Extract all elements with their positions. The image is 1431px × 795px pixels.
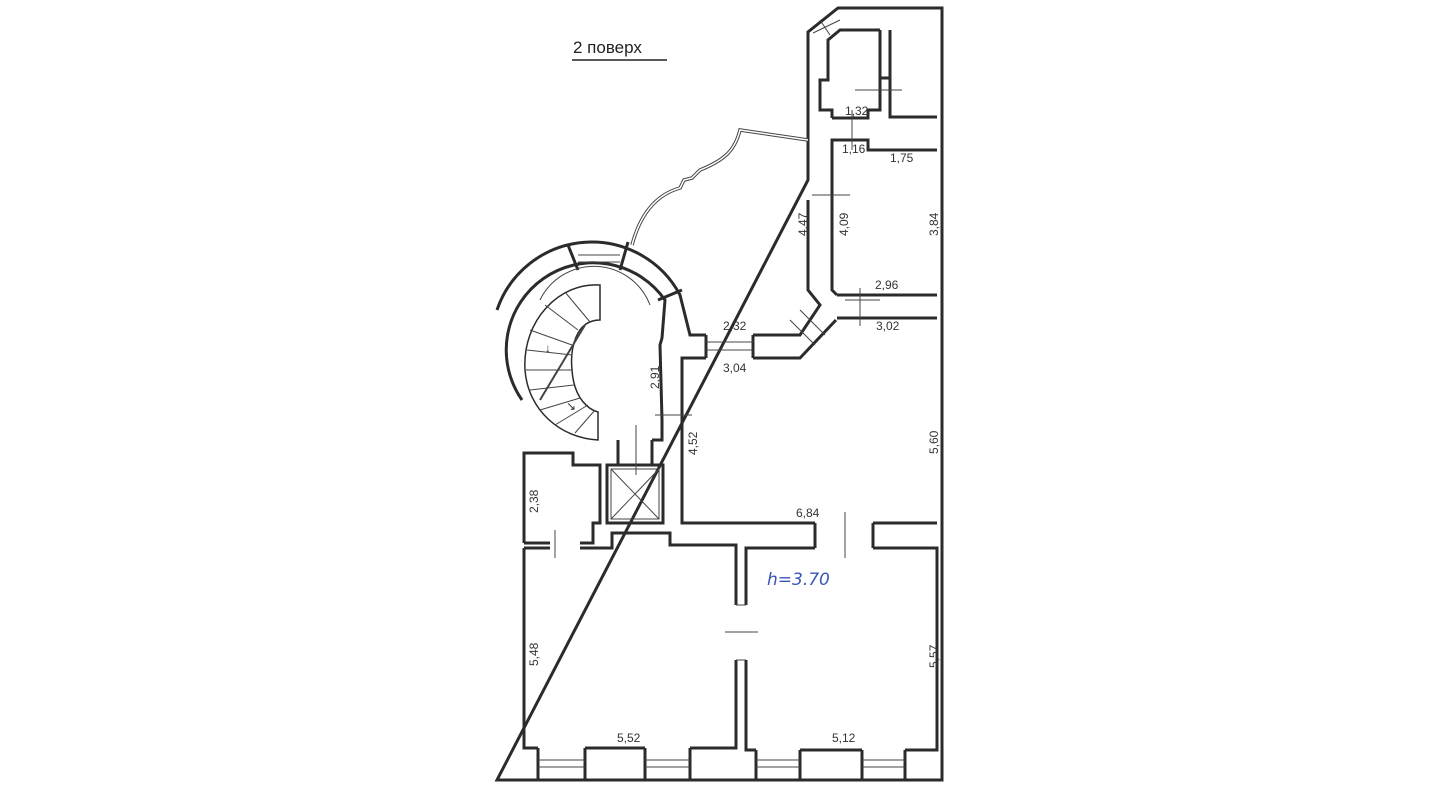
dim-label: 5,12 xyxy=(832,731,856,745)
tower-wall-segments xyxy=(566,241,683,302)
dim-label: 4,47 xyxy=(796,212,810,236)
dim-label: 4,09 xyxy=(837,212,851,236)
dim-label: 1,75 xyxy=(890,151,914,165)
room-upper-right xyxy=(818,28,937,297)
stair-step-arc xyxy=(539,265,651,306)
dim-label: 1,32 xyxy=(845,104,869,118)
window-jambs xyxy=(536,748,907,780)
room-storage xyxy=(522,451,602,545)
dim-label: 2,38 xyxy=(527,489,541,513)
dim-label: 4,52 xyxy=(686,431,700,455)
room-bottom-left xyxy=(522,531,738,750)
door-opening xyxy=(706,341,753,351)
outer-wall xyxy=(494,6,944,782)
stair-arrow-icon: ↓ xyxy=(545,341,551,355)
dim-label: 3,84 xyxy=(927,212,941,236)
dim-label: 5,52 xyxy=(617,731,641,745)
dim-label: 5,60 xyxy=(927,430,941,454)
elevator-cross-icon xyxy=(610,468,660,520)
windows xyxy=(538,759,905,768)
door-marks xyxy=(554,414,692,558)
stair-steps xyxy=(526,291,596,434)
stair-void xyxy=(524,284,601,441)
tower-window xyxy=(578,254,620,263)
stair-arrow-icon: ↘ xyxy=(566,399,576,413)
dim-label: 3,04 xyxy=(723,361,747,375)
dim-label: 6,84 xyxy=(796,506,820,520)
ceiling-height-note: h=3.70 xyxy=(767,570,830,590)
floor-title: 2 поверх xyxy=(573,38,642,57)
door-marks xyxy=(725,512,846,661)
elevator-lobby xyxy=(616,420,664,465)
elevator xyxy=(605,463,665,525)
dim-label: 2,91 xyxy=(648,365,662,389)
door-marks xyxy=(789,19,902,346)
dim-label: 5,57 xyxy=(927,644,941,668)
dim-label: 3,02 xyxy=(876,319,900,333)
dim-label: 2,32 xyxy=(723,319,747,333)
stair-handrail xyxy=(539,324,586,401)
dim-label: 1,16 xyxy=(842,142,866,156)
dim-label: 5,48 xyxy=(527,642,541,666)
room-central xyxy=(680,293,937,525)
room-bottom-right xyxy=(744,546,939,752)
dim-label: 2,96 xyxy=(875,278,899,292)
stair-tower-wall xyxy=(504,261,667,421)
